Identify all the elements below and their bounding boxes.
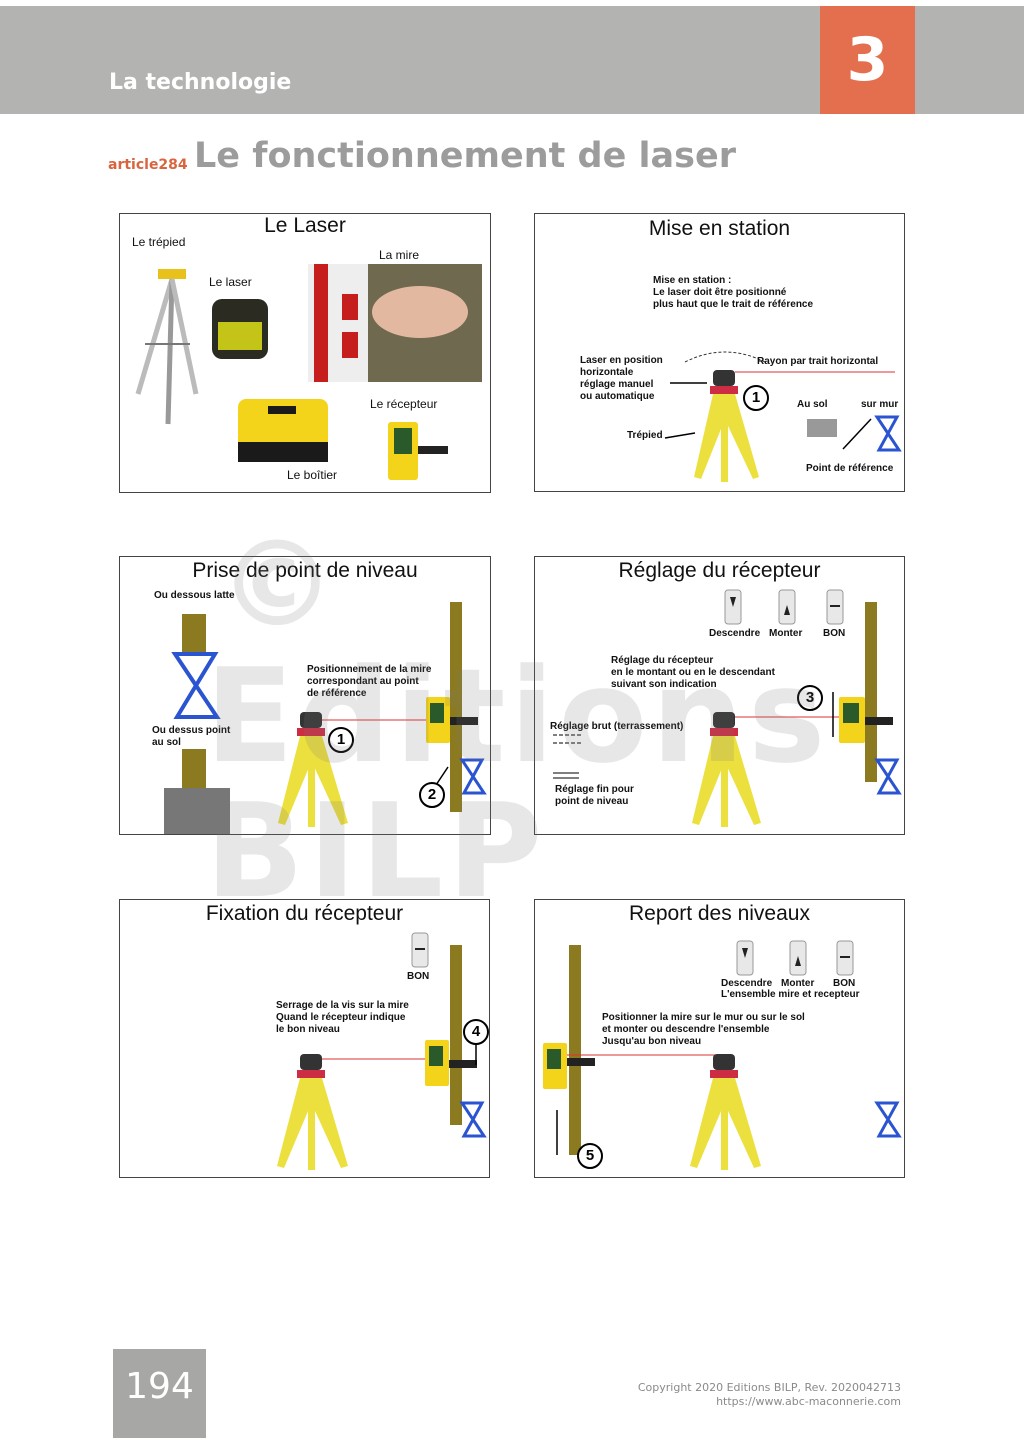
panel-title: Report des niveaux <box>629 902 810 925</box>
panel-reglage-recepteur: Réglage du récepteur Descendre Monter BO… <box>534 556 905 835</box>
reglage-brut-label: Réglage brut (terrassement) <box>550 721 684 732</box>
step-badge-2: 2 <box>419 782 445 808</box>
reglage-fin-label: Réglage fin pour point de niveau <box>555 784 634 807</box>
report-monter-label: Monter <box>781 978 815 989</box>
page-number: 194 <box>113 1349 206 1438</box>
report-descendre-label: Descendre <box>721 978 773 989</box>
laser-equipment-illustration <box>135 264 482 480</box>
station-note: Mise en station : Le laser doit être pos… <box>653 275 814 310</box>
report-bon-label: BON <box>833 978 856 989</box>
panel-title: Prise de point de niveau <box>192 559 418 582</box>
station-au-sol-label: Au sol <box>797 399 828 410</box>
prise-dessous-label: Ou dessous latte <box>154 590 235 601</box>
report-text: Positionner la mire sur le mur ou sur le… <box>602 1012 805 1047</box>
report-ensemble-label: L'ensemble mire et recepteur <box>721 989 860 1000</box>
prise-positionnement-text: Positionnement de la mire correspondant … <box>307 664 432 699</box>
copyright-notice: Copyright 2020 Editions BILP, Rev. 20200… <box>638 1381 901 1409</box>
station-horizontal-text: Laser en position horizontale réglage ma… <box>580 355 663 402</box>
panel-title: Réglage du récepteur <box>618 559 821 582</box>
watermark-bilp: BILP <box>205 775 547 927</box>
fixation-bon-label: BON <box>407 971 430 982</box>
reglage-text: Réglage du récepteur en le montant ou en… <box>611 655 775 690</box>
station-rayon-label: Rayon par trait horizontal <box>757 356 879 367</box>
panel-fixation-recepteur: Fixation du récepteur BON Serrage de la … <box>119 899 490 1178</box>
panel-mise-en-station: Mise en station Mise en station : Le las… <box>534 213 905 492</box>
reglage-bon-label: BON <box>823 628 846 639</box>
watermark-copyright-symbol: © <box>218 515 336 653</box>
chapter-number: 3 <box>820 6 915 114</box>
panel-title: Le Laser <box>264 214 346 237</box>
panel-title: Mise en station <box>648 217 791 240</box>
article-tag: article284 <box>108 157 188 173</box>
page-title: Le fonctionnement de laser <box>194 136 736 176</box>
reglage-monter-label: Monter <box>769 628 803 639</box>
report-diagram <box>543 940 902 1170</box>
step-badge: 3 <box>797 685 823 711</box>
website-url: https://www.abc-maconnerie.com <box>716 1395 901 1408</box>
panel-le-laser: Le Laser Le trépied Le laser La mire Le … <box>119 213 491 493</box>
label-recepteur: Le récepteur <box>370 397 438 411</box>
step-badge: 5 <box>577 1143 603 1169</box>
copyright-text: Copyright 2020 Editions BILP, Rev. 20200… <box>637 1381 901 1394</box>
station-sur-mur-label: sur mur <box>861 399 899 410</box>
panel-title: Fixation du récepteur <box>205 902 404 925</box>
station-trepied-label: Trépied <box>627 430 663 441</box>
label-mire: La mire <box>379 248 420 262</box>
label-boitier: Le boîtier <box>287 468 338 482</box>
label-laser: Le laser <box>209 275 252 289</box>
step-badge: 1 <box>743 385 769 411</box>
step-badge: 4 <box>463 1019 489 1045</box>
station-point-label: Point de référence <box>806 463 894 474</box>
fixation-diagram <box>277 932 487 1170</box>
step-badge-1: 1 <box>328 727 354 753</box>
station-diagram <box>664 351 902 482</box>
prise-diagram <box>164 602 487 834</box>
reglage-descendre-label: Descendre <box>709 628 761 639</box>
reglage-diagram <box>553 589 902 827</box>
panel-prise-de-point: Prise de point de niveau Ou dessous latt… <box>119 556 491 835</box>
section-title: La technologie <box>109 70 292 95</box>
watermark-editions: Editions <box>205 640 830 792</box>
panel-report-niveaux: Report des niveaux Descendre Monter BON … <box>534 899 905 1178</box>
prise-dessus-label: Ou dessus point au sol <box>152 725 231 748</box>
label-trepied: Le trépied <box>132 235 186 249</box>
fixation-text: Serrage de la vis sur la mire Quand le r… <box>276 1000 409 1035</box>
